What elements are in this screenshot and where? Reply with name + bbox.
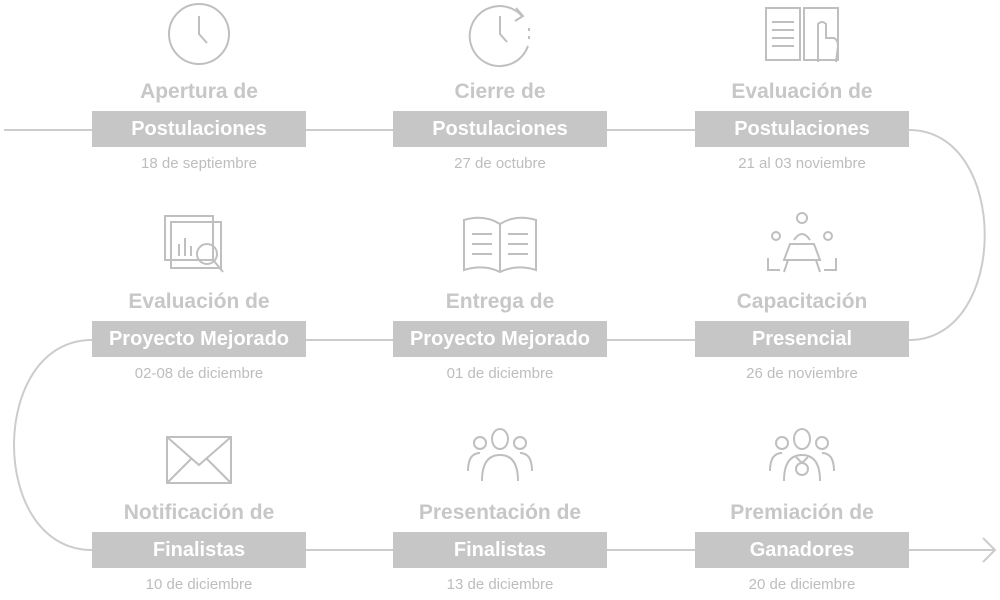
step-title: Cierre de xyxy=(454,80,546,103)
step-date: 27 de octubre xyxy=(454,155,546,172)
step-title: Capacitación xyxy=(736,290,868,313)
step-label: Finalistas xyxy=(92,532,306,568)
step-label: Proyecto Mejorado xyxy=(393,321,607,357)
step-title: Evaluación de xyxy=(128,290,270,313)
step-date: 13 de diciembre xyxy=(446,576,554,593)
step-date: 26 de noviembre xyxy=(746,365,858,382)
clock-refresh-icon xyxy=(460,0,540,72)
step-title: Presentación de xyxy=(418,501,582,524)
step-label: Finalistas xyxy=(393,532,607,568)
step-date: 10 de diciembre xyxy=(145,576,253,593)
step-date: 18 de septiembre xyxy=(141,155,257,172)
step-title: Notificación de xyxy=(123,501,275,524)
group-icon xyxy=(460,421,540,493)
step-date: 02-08 de diciembre xyxy=(134,365,264,382)
step-label: Postulaciones xyxy=(695,111,909,147)
envelope-icon xyxy=(159,421,239,493)
book-hand-icon xyxy=(762,0,842,72)
step-title: Entrega de xyxy=(445,290,555,313)
step-title: Apertura de xyxy=(140,80,258,103)
step-title: Evaluación de xyxy=(731,80,873,103)
step-date: 21 al 03 noviembre xyxy=(738,155,866,172)
open-book-icon xyxy=(460,210,540,282)
group-medal-icon xyxy=(762,421,842,493)
step-title: Premiación de xyxy=(730,501,874,524)
clock-icon xyxy=(159,0,239,72)
meeting-table-icon xyxy=(762,210,842,282)
step-label: Postulaciones xyxy=(393,111,607,147)
step-label: Presencial xyxy=(695,321,909,357)
step-label: Ganadores xyxy=(695,532,909,568)
step-label: Postulaciones xyxy=(92,111,306,147)
report-magnifier-icon xyxy=(159,210,239,282)
step-label: Proyecto Mejorado xyxy=(92,321,306,357)
step-date: 01 de diciembre xyxy=(446,365,554,382)
step-date: 20 de diciembre xyxy=(748,576,856,593)
